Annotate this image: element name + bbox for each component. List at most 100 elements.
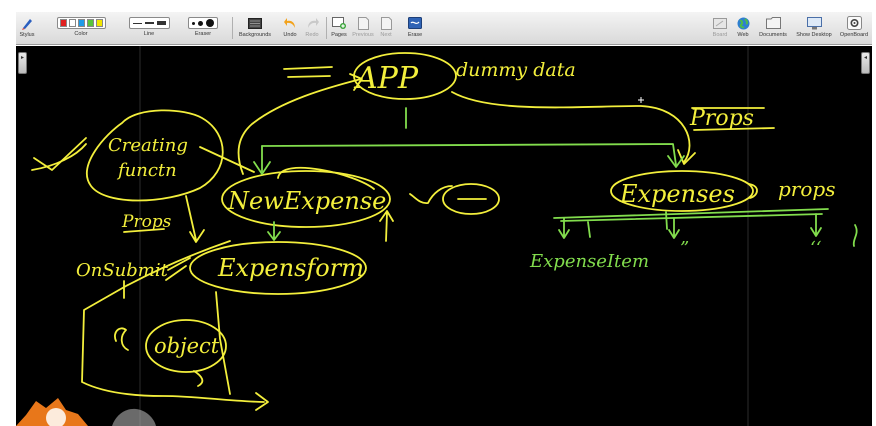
whiteboard-drawing: APP dummy data Props Creating functn New…: [16, 46, 858, 426]
object-box-right: [215, 291, 231, 395]
board-button[interactable]: Board: [712, 12, 728, 45]
props-underlines: [691, 107, 775, 131]
line-width-box: [128, 17, 170, 29]
tick-stroke: [165, 257, 191, 281]
item-branch: [587, 221, 591, 238]
chevron-left-icon: ◂: [863, 55, 867, 61]
openboard-toolbar: Stylus Color Line Eraser Bac: [16, 12, 872, 45]
app-label: APP: [353, 61, 419, 96]
app-children-bracket: [261, 143, 677, 166]
newexpense-down-arrow: [267, 221, 281, 241]
line-thick-icon[interactable]: [156, 21, 166, 25]
chevron-right-icon: ▸: [20, 55, 24, 61]
whiteboard-canvas[interactable]: APP dummy data Props Creating functn New…: [16, 46, 872, 426]
ditto-mark: ”: [680, 238, 689, 259]
app-to-newexpense-arrow: [237, 78, 362, 175]
left-brace: [114, 327, 129, 351]
erase-button[interactable]: Erase: [404, 12, 426, 45]
yellow-ink-text: APP dummy data Props Creating functn New…: [76, 59, 835, 358]
next-page-button[interactable]: Next: [378, 12, 394, 45]
color-swatch-red[interactable]: [59, 19, 67, 27]
undo-button[interactable]: Undo: [282, 12, 298, 45]
arrowhead: [349, 73, 363, 91]
folder-icon: [765, 16, 781, 30]
green-arrow-left: [253, 145, 271, 175]
pages-button[interactable]: Pages: [330, 12, 348, 45]
right-brace: [193, 370, 204, 387]
previous-page-button[interactable]: Previous: [352, 12, 374, 45]
object-label: object: [154, 334, 220, 358]
down-arrow: [185, 195, 205, 243]
line-thin-icon[interactable]: [132, 22, 142, 24]
app-to-expenses-arrow: [451, 91, 691, 163]
undo-icon: [283, 16, 298, 30]
color-swatch-blue[interactable]: [77, 19, 85, 27]
line-medium-icon[interactable]: [144, 22, 154, 24]
ditto-mark: ‘‘: [810, 238, 822, 259]
stylus-tool[interactable]: Stylus: [18, 12, 36, 45]
color-swatch-white[interactable]: [68, 19, 76, 27]
functn-label: functn: [116, 160, 177, 181]
next-page-icon: [379, 16, 394, 30]
toolbar-separator: [232, 17, 233, 39]
redo-icon: [305, 16, 320, 30]
trailing-stroke: [852, 224, 858, 247]
onsubmit-label: OnSubmit: [76, 260, 169, 281]
color-swatch-yellow[interactable]: [95, 19, 103, 27]
openboard-menu-button[interactable]: OpenBoard: [838, 12, 870, 45]
stylus-icon: [20, 16, 35, 30]
backgrounds-icon: [248, 16, 263, 30]
web-button[interactable]: Web: [736, 12, 750, 45]
eraser-size-selector[interactable]: Eraser: [180, 12, 226, 45]
color-swatch-green[interactable]: [86, 19, 94, 27]
props-right-label: props: [778, 177, 835, 201]
show-desktop-button[interactable]: Show Desktop: [792, 12, 836, 45]
green-ink-strokes: [253, 107, 858, 247]
props-left-label: Props: [121, 212, 172, 232]
up-arrow: [379, 210, 394, 242]
globe-icon: [736, 16, 751, 30]
check-mark: [33, 137, 87, 171]
arrowhead: [255, 392, 269, 411]
color-selector[interactable]: Color: [44, 12, 118, 45]
item-arrow-2: [668, 217, 680, 239]
line-width-selector[interactable]: Line: [126, 12, 172, 45]
eraser-small-icon[interactable]: [192, 21, 195, 25]
right-panel-toggle[interactable]: ◂: [861, 52, 870, 74]
left-panel-toggle[interactable]: ▸: [18, 52, 27, 74]
erase-icon: [408, 16, 423, 30]
function-connector: [199, 146, 255, 173]
newexpense-label: NewExpense: [227, 187, 386, 215]
dash-connector: [409, 185, 453, 204]
object-circle: [145, 319, 227, 373]
expenses-label: Expenses: [619, 180, 735, 208]
expensform-circle: [189, 241, 367, 295]
color-palette: [56, 17, 106, 29]
green-arrow-right: [667, 155, 685, 168]
expense-item-label: ExpenseItem: [529, 251, 649, 272]
object-box-left: [81, 240, 265, 403]
items-bracket: [553, 208, 829, 222]
pages-icon: [332, 16, 347, 30]
newexpense-inner-stroke: [277, 166, 375, 190]
emphasis-lines: [283, 66, 333, 78]
newexpense-circle: [221, 170, 391, 228]
documents-button[interactable]: Documents: [756, 12, 790, 45]
props-left-underline: [123, 228, 165, 233]
eraser-medium-icon[interactable]: [198, 20, 203, 26]
toolbar-separator: [326, 17, 327, 39]
eraser-size-box: [188, 17, 218, 29]
backgrounds-button[interactable]: Backgrounds: [238, 12, 272, 45]
watermark-logo: [16, 398, 156, 426]
dummy-data-label: dummy data: [456, 59, 576, 81]
props-top-label: Props: [689, 106, 754, 131]
item-arrow-1: [558, 217, 570, 239]
expenses-circle: [610, 170, 754, 212]
expenses-tail: [748, 183, 758, 199]
yellow-ink-strokes: [31, 52, 775, 411]
creating-function-circle: [86, 109, 224, 202]
eraser-large-icon[interactable]: [206, 19, 214, 27]
item-arrow-3: [810, 213, 822, 237]
redo-button[interactable]: Redo: [304, 12, 320, 45]
desktop-icon: [806, 16, 822, 30]
